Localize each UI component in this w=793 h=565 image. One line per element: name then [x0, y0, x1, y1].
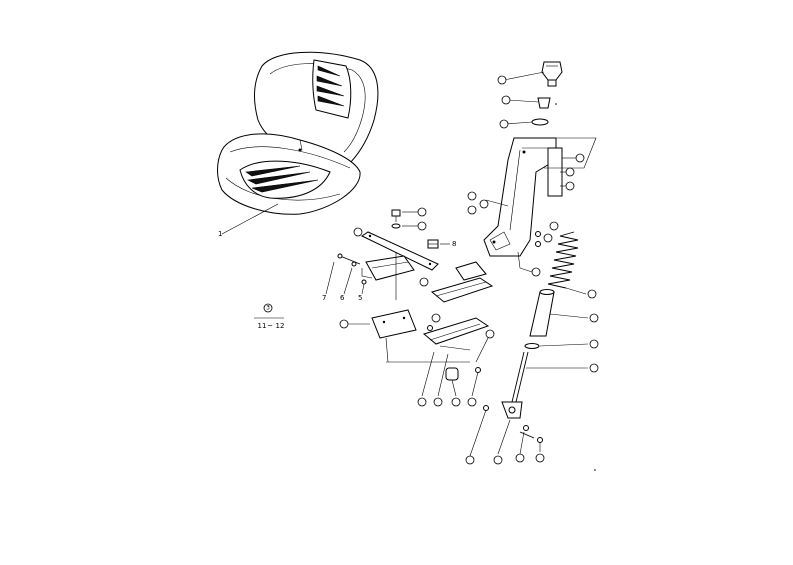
strap-plate — [360, 231, 439, 271]
callout-strap — [353, 227, 363, 237]
label-bolt-8: 8 — [452, 240, 456, 248]
damper-tube — [529, 289, 555, 337]
callout-scissor-b — [485, 329, 495, 339]
callout-upright-c — [479, 199, 489, 209]
callout-link-arm — [419, 277, 429, 287]
callout-roller-c — [451, 397, 461, 407]
label-pin-7: 7 — [322, 294, 326, 302]
seat-cushion — [217, 51, 379, 215]
callout-roller-b — [433, 397, 443, 407]
adjust-knob — [541, 61, 563, 87]
label-seat: 1 — [218, 230, 222, 238]
callout-damper — [589, 313, 599, 323]
callout-spring — [587, 289, 597, 299]
callout-rod — [589, 363, 599, 373]
callout-top-washer — [417, 221, 427, 231]
callout-lower-d — [535, 453, 545, 463]
rod-clevis — [501, 401, 523, 419]
callout-bolt-a — [549, 221, 559, 231]
coil-spring — [547, 231, 579, 289]
pin-7 — [337, 253, 361, 265]
callout-bolt-c — [531, 267, 541, 277]
lower-mount-plate — [371, 309, 470, 363]
callout-bolt-b — [543, 233, 553, 243]
callout-lower-b — [493, 455, 503, 465]
callout-knob — [497, 75, 507, 85]
bolt-8 — [427, 239, 439, 249]
link-arm — [430, 261, 494, 303]
damper-washer — [524, 343, 540, 349]
washer-6 — [351, 261, 357, 267]
screw-5 — [361, 279, 367, 285]
callout-bushing — [501, 95, 511, 105]
lower-pin-assembly — [483, 405, 543, 443]
callout-lower-c — [515, 453, 525, 463]
callout-damper-washer — [589, 339, 599, 349]
label-screw-5: 5 — [358, 294, 362, 302]
kit-note: 3 11 ~ 12 — [254, 303, 285, 330]
callout-roller-a — [417, 397, 427, 407]
lower-bracket-plate — [361, 252, 415, 300]
kit-note-right: 12 — [276, 322, 285, 330]
callout-mount-plate — [339, 319, 349, 329]
top-bolts — [391, 209, 401, 229]
callout-washer-top — [499, 119, 509, 129]
bushing — [537, 97, 551, 109]
callout-kit — [263, 303, 273, 313]
label-washer-6: 6 — [340, 294, 345, 302]
kit-note-left: 11 — [258, 322, 267, 330]
callout-top-bolt — [417, 207, 427, 217]
damper-rod — [511, 351, 529, 403]
callout-lower-a — [465, 455, 475, 465]
kit-note-top: 3 — [266, 305, 270, 312]
roller — [439, 345, 471, 381]
callout-roller-d — [467, 397, 477, 407]
leader-seat — [221, 203, 279, 235]
callout-bracket-c — [565, 181, 575, 191]
callout-bracket-b — [565, 167, 575, 177]
scissor-frame — [422, 317, 490, 345]
callout-upright-b — [467, 205, 477, 215]
upright-bracket — [483, 137, 563, 257]
callout-scissor — [431, 313, 441, 323]
kit-note-dash: ~ — [267, 322, 273, 330]
washer-top — [531, 118, 549, 126]
callout-upright-a — [467, 191, 477, 201]
callout-bracket-a — [575, 153, 585, 163]
bolt-group-upright — [517, 231, 541, 269]
